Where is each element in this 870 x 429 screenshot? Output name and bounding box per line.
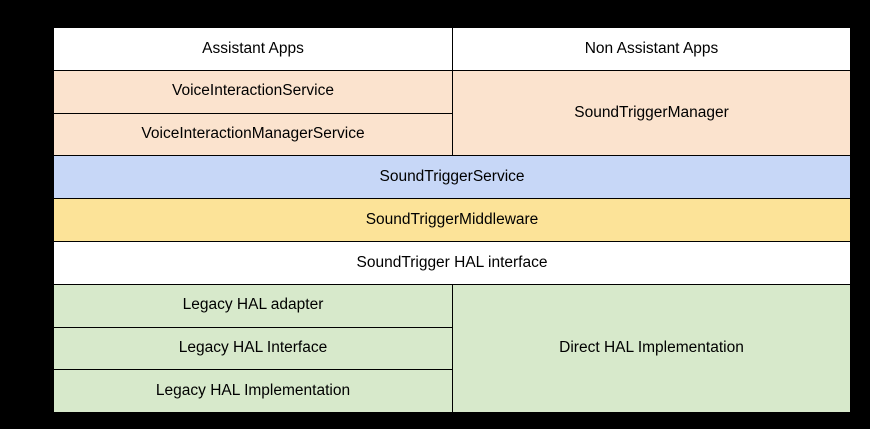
cell-legacy-hal-adapter: Legacy HAL adapter <box>53 283 453 328</box>
cell-legacy-hal-implementation: Legacy HAL Implementation <box>53 369 453 414</box>
table-row-sound-trigger-hal-interface: SoundTrigger HAL interface <box>53 240 851 285</box>
table-row-legacy-hal-implementation: Legacy HAL Implementation <box>53 369 851 414</box>
table-row-voice-interaction-manager-service: VoiceInteractionManagerService <box>53 112 851 157</box>
cell-legacy-hal-interface: Legacy HAL Interface <box>53 326 453 371</box>
cell-voice-interaction-service: VoiceInteractionService <box>53 69 453 114</box>
column-header-non-assistant-apps: Non Assistant Apps <box>452 27 851 71</box>
table-row-voice-interaction-service: VoiceInteractionService SoundTriggerMana… <box>53 69 851 157</box>
table-row-headers: Assistant Apps Non Assistant Apps <box>53 27 851 71</box>
cell-sound-trigger-middleware: SoundTriggerMiddleware <box>53 198 851 242</box>
table-row-legacy-hal-interface: Legacy HAL Interface <box>53 326 851 371</box>
cell-sound-trigger-hal-interface: SoundTrigger HAL interface <box>53 240 851 285</box>
table-row-legacy-hal-adapter: Legacy HAL adapter Direct HAL Implementa… <box>53 283 851 414</box>
cell-voice-interaction-manager-service: VoiceInteractionManagerService <box>53 112 453 157</box>
cell-sound-trigger-service: SoundTriggerService <box>53 155 851 200</box>
column-header-assistant-apps: Assistant Apps <box>53 27 453 71</box>
cell-sound-trigger-manager: SoundTriggerManager <box>452 69 851 157</box>
table-row-sound-trigger-service: SoundTriggerService <box>53 155 851 200</box>
table-row-sound-trigger-middleware: SoundTriggerMiddleware <box>53 198 851 242</box>
cell-direct-hal-implementation: Direct HAL Implementation <box>452 283 851 414</box>
architecture-layer-table: Assistant Apps Non Assistant Apps VoiceI… <box>53 27 851 414</box>
